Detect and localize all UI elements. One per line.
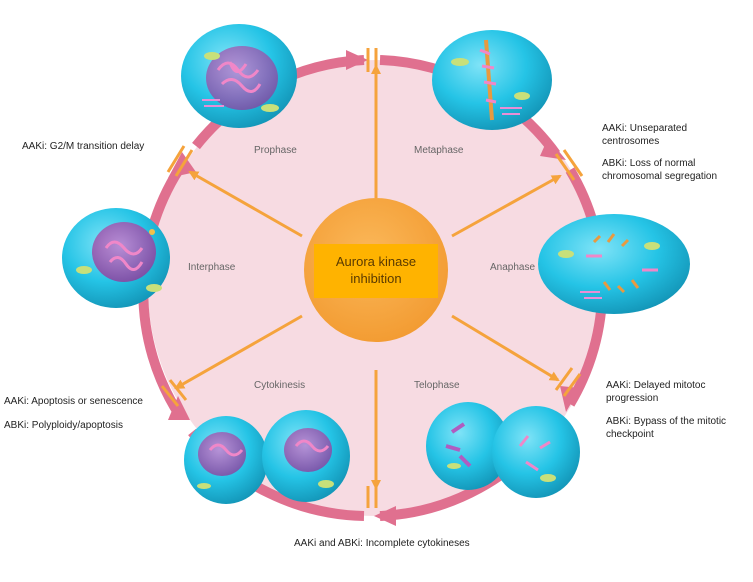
effect-metaphase-aaki: AAKi: Unseparated centrosomes bbox=[602, 122, 687, 148]
prophase-cell bbox=[181, 24, 297, 128]
effect-cytokinesis-aaki: AAKi: Apoptosis or senescence bbox=[4, 396, 143, 407]
center-label-line1: Aurora kinase bbox=[335, 254, 417, 269]
block-mark-bottom bbox=[366, 486, 378, 508]
telophase-cell bbox=[426, 402, 580, 498]
anaphase-cell bbox=[538, 214, 690, 314]
effect-incomplete-cytokineses: AAKi and ABKi: Incomplete cytokineses bbox=[294, 538, 470, 549]
phase-label-cytokinesis: Cytokinesis bbox=[254, 380, 306, 391]
phase-label-interphase: Interphase bbox=[188, 262, 236, 273]
effect-telophase-abki-line1: ABKi: Bypass of the mitotic bbox=[606, 416, 727, 427]
phase-label-telophase: Telophase bbox=[414, 380, 460, 391]
effect-metaphase-abki: ABKi: Loss of normal chromosomal segrega… bbox=[602, 157, 717, 183]
effect-telophase-aaki-line1: AAKi: Delayed mitotoc bbox=[606, 380, 706, 391]
effect-telophase-abki: ABKi: Bypass of the mitotic checkpoint bbox=[606, 415, 726, 441]
block-marks bbox=[160, 48, 584, 508]
effect-metaphase-aaki-line1: AAKi: Unseparated bbox=[602, 123, 688, 134]
block-mark-telophase bbox=[554, 367, 582, 397]
ring-arrowhead-cytokinesis bbox=[168, 396, 190, 420]
block-mark-g2m bbox=[166, 145, 194, 177]
effect-metaphase-aaki-line2: centrosomes bbox=[602, 136, 660, 147]
effect-telophase-aaki: AAKi: Delayed mitotoc progression bbox=[606, 379, 706, 405]
interphase-cell bbox=[62, 208, 170, 308]
effect-telophase-aaki-line2: progression bbox=[606, 393, 659, 404]
block-mark-cytokinesis bbox=[160, 379, 188, 407]
arrow-to-cytokinesis bbox=[174, 314, 303, 390]
ring-arrowhead-metaphase bbox=[540, 138, 566, 160]
cytokinesis-cell bbox=[184, 410, 350, 504]
phase-label-metaphase: Metaphase bbox=[414, 145, 464, 156]
center-label: Aurora kinase inhibition bbox=[318, 253, 434, 287]
phase-label-anaphase: Anaphase bbox=[490, 262, 536, 273]
effect-telophase-abki-line2: checkpoint bbox=[606, 429, 654, 440]
arrow-to-anaphase-telophase bbox=[451, 314, 560, 382]
effect-metaphase-abki-line1: ABKi: Loss of normal bbox=[602, 158, 696, 169]
arrow-to-interphase-prophase bbox=[188, 170, 303, 238]
effect-g2m-delay: AAKi: G2/M transition delay bbox=[22, 141, 145, 152]
phase-label-prophase: Prophase bbox=[254, 145, 297, 156]
center-label-line2: inhibition bbox=[350, 271, 402, 286]
block-mark-metaphase bbox=[554, 149, 584, 181]
effect-cytokinesis-abki: ABKi: Polyploidy/apoptosis bbox=[4, 420, 123, 431]
inhibition-arrows bbox=[174, 64, 562, 490]
ring-arrowhead-top bbox=[346, 50, 368, 70]
metaphase-cell bbox=[432, 30, 552, 130]
effect-metaphase-abki-line2: chromosomal segregation bbox=[602, 171, 718, 182]
block-mark-top bbox=[366, 48, 378, 72]
center-label-box bbox=[314, 244, 438, 298]
arrow-to-metaphase-anaphase bbox=[451, 174, 562, 238]
ring-arrowhead-bottom bbox=[374, 506, 396, 526]
